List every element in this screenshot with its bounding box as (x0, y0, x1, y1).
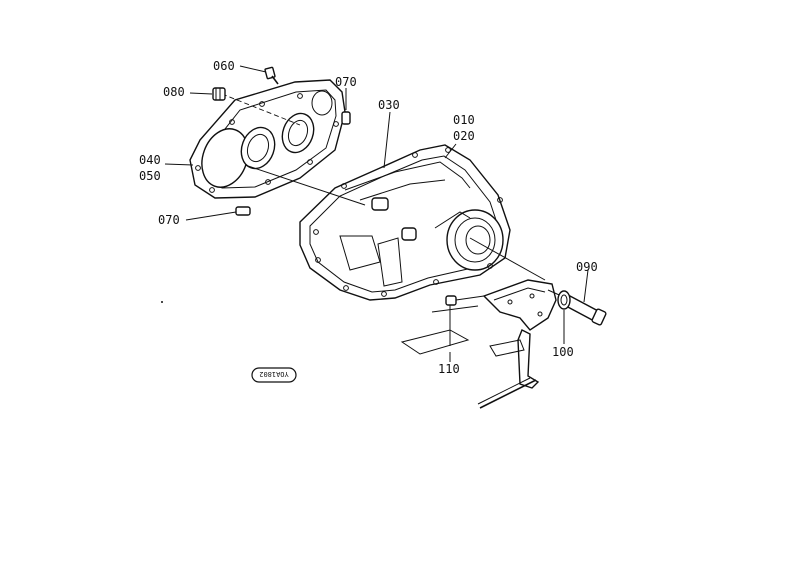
label-010: 010 (453, 113, 475, 127)
plate-110 (400, 295, 485, 362)
label-070-lower: 070 (158, 213, 180, 227)
label-070-upper: 070 (335, 75, 357, 89)
label-080: 080 (163, 85, 185, 99)
label-050: 050 (139, 169, 161, 183)
label-060: 060 (213, 59, 235, 73)
leader-030 (383, 111, 391, 169)
alignment-line (469, 237, 546, 281)
stamp-text: YOA1802 (259, 370, 289, 378)
drawing-id-stamp: YOA1802 (251, 367, 297, 383)
pin-070-lower (185, 206, 251, 221)
linkage-bracket (477, 279, 557, 409)
alignment-line (244, 164, 366, 206)
leader-040 (164, 163, 194, 166)
pin-070-upper (341, 88, 351, 125)
label-110: 110 (438, 362, 460, 376)
bolt-090 (547, 269, 607, 326)
label-090: 090 (576, 260, 598, 274)
washer-100 (557, 290, 571, 344)
transmission-case (299, 144, 511, 301)
label-020: 020 (453, 129, 475, 143)
label-040: 040 (139, 153, 161, 167)
label-030: 030 (378, 98, 400, 112)
label-100: 100 (552, 345, 574, 359)
stray-dot (161, 301, 163, 303)
bolt-060 (239, 65, 279, 85)
gasket-plate (189, 79, 346, 199)
plug-080 (189, 87, 226, 101)
leader-010 (444, 143, 457, 159)
